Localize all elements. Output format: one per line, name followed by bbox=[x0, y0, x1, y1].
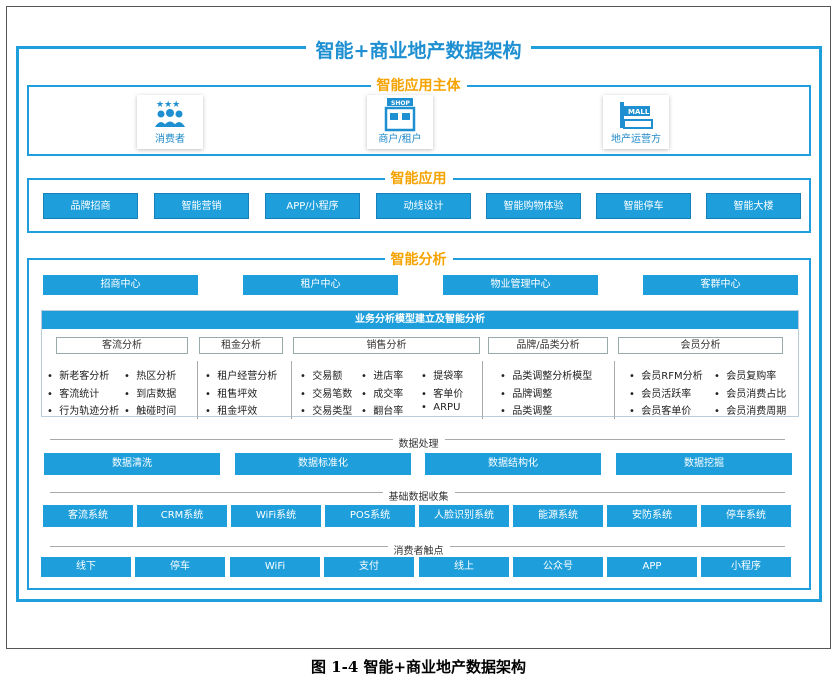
metric-item: • 租户经营分析 bbox=[205, 371, 278, 382]
shop-icon: SHOP bbox=[384, 98, 416, 132]
processing-label-wrap: 数据处理 bbox=[0, 432, 837, 451]
metric-item: • 客流统计 bbox=[47, 389, 100, 400]
metric-item: • 品类调整分析模型 bbox=[500, 371, 593, 382]
figure-frame bbox=[6, 6, 831, 649]
app-brand-recruitment: 品牌招商 bbox=[43, 193, 138, 219]
metric-item: • 翻台率 bbox=[361, 406, 404, 417]
svg-text:★★★: ★★★ bbox=[156, 100, 180, 110]
metric-item: • 租售坪效 bbox=[205, 389, 258, 400]
metric-item: • 会员RFM分析 bbox=[629, 371, 703, 382]
analysis-section-title: 智能分析 bbox=[384, 252, 453, 268]
system-wifi: WiFi系统 bbox=[231, 505, 321, 527]
processing-label: 数据处理 bbox=[392, 439, 445, 450]
touchpoint-miniprogram: 小程序 bbox=[701, 557, 791, 577]
system-energy: 能源系统 bbox=[513, 505, 603, 527]
system-crm: CRM系统 bbox=[137, 505, 227, 527]
app-smart-building: 智能大楼 bbox=[706, 193, 801, 219]
metric-item: • 交易类型 bbox=[300, 406, 353, 417]
category-traffic: 客流分析 bbox=[56, 337, 188, 354]
subject-consumer: ★★★ 消费者 bbox=[137, 95, 203, 149]
people-stars-icon: ★★★ bbox=[155, 100, 185, 127]
center-customer: 客群中心 bbox=[643, 275, 798, 295]
panel-title: 业务分析模型建立及智能分析 bbox=[42, 311, 798, 329]
diagram-title-wrap: 智能+商业地产数据架构 bbox=[0, 36, 837, 63]
metric-item: • 交易笔数 bbox=[300, 389, 353, 400]
svg-text:SHOP: SHOP bbox=[391, 100, 410, 107]
metric-item: • 客单价 bbox=[421, 389, 464, 400]
metric-item: • 租金坪效 bbox=[205, 406, 258, 417]
metric-item: • 品牌调整 bbox=[500, 389, 553, 400]
app-smart-shopping: 智能购物体验 bbox=[486, 193, 581, 219]
metric-item: • 成交率 bbox=[361, 389, 404, 400]
app-smart-parking: 智能停车 bbox=[596, 193, 691, 219]
mall-icon: MALL bbox=[620, 102, 653, 129]
subject-label: 消费者 bbox=[155, 134, 185, 145]
collection-label-wrap: 基础数据收集 bbox=[0, 485, 837, 504]
metric-item: • 进店率 bbox=[361, 371, 404, 382]
touchpoint-online: 线上 bbox=[419, 557, 509, 577]
metric-item: • 到店数据 bbox=[124, 389, 177, 400]
metric-item: • ARPU bbox=[421, 402, 461, 413]
divider bbox=[291, 361, 292, 419]
touchpoint-app: APP bbox=[607, 557, 697, 577]
touchpoints-label: 消费者触点 bbox=[387, 546, 450, 557]
metric-item: • 热区分析 bbox=[124, 371, 177, 382]
touchpoints-label-wrap: 消费者触点 bbox=[0, 539, 837, 558]
touchpoint-offline: 线下 bbox=[41, 557, 131, 577]
subject-label: 地产运营方 bbox=[611, 134, 661, 145]
process-standardize: 数据标准化 bbox=[235, 453, 411, 475]
collection-label: 基础数据收集 bbox=[382, 492, 455, 503]
system-security: 安防系统 bbox=[607, 505, 697, 527]
analysis-model-panel: 业务分析模型建立及智能分析 客流分析 租金分析 销售分析 品牌/品类分析 会员分… bbox=[41, 310, 799, 419]
process-cleaning: 数据清洗 bbox=[44, 453, 220, 475]
analysis-title-wrap: 智能分析 bbox=[0, 249, 837, 269]
touchpoint-payment: 支付 bbox=[324, 557, 414, 577]
touchpoint-wechat: 公众号 bbox=[513, 557, 603, 577]
category-member: 会员分析 bbox=[618, 337, 783, 354]
app-smart-marketing: 智能营销 bbox=[154, 193, 249, 219]
metric-item: • 会员消费占比 bbox=[714, 389, 787, 400]
subject-operator: MALL 地产运营方 bbox=[603, 95, 669, 149]
metric-item: • 行为轨迹分析 bbox=[47, 406, 120, 417]
svg-text:MALL: MALL bbox=[628, 108, 650, 116]
metric-item: • 会员消费周期 bbox=[714, 406, 787, 417]
divider bbox=[614, 361, 615, 419]
process-mining: 数据挖掘 bbox=[616, 453, 792, 475]
metric-item: • 会员活跃率 bbox=[629, 389, 692, 400]
touchpoint-wifi: WiFi bbox=[230, 557, 320, 577]
divider bbox=[482, 361, 483, 419]
app-mobile-app: APP/小程序 bbox=[265, 193, 360, 219]
app-flow-design: 动线设计 bbox=[376, 193, 471, 219]
metric-item: • 会员客单价 bbox=[629, 406, 692, 417]
category-rent: 租金分析 bbox=[199, 337, 283, 354]
divider bbox=[197, 361, 198, 419]
process-structure: 数据结构化 bbox=[425, 453, 601, 475]
diagram-title: 智能+商业地产数据架构 bbox=[305, 40, 532, 62]
system-parking: 停车系统 bbox=[701, 505, 791, 527]
metric-item: • 提袋率 bbox=[421, 371, 464, 382]
metric-item: • 品类调整 bbox=[500, 406, 553, 417]
subject-label: 商户/租户 bbox=[378, 134, 422, 145]
metric-item: • 会员复购率 bbox=[714, 371, 777, 382]
category-brand: 品牌/品类分析 bbox=[488, 337, 608, 354]
metric-item: • 交易额 bbox=[300, 371, 343, 382]
apps-section-title: 智能应用 bbox=[384, 171, 453, 187]
subjects-title-wrap: 智能应用主体 bbox=[0, 75, 837, 95]
system-traffic: 客流系统 bbox=[43, 505, 133, 527]
center-investment: 招商中心 bbox=[43, 275, 198, 295]
metric-item: • 新老客分析 bbox=[47, 371, 110, 382]
system-face: 人脸识别系统 bbox=[419, 505, 509, 527]
subjects-section-title: 智能应用主体 bbox=[370, 78, 467, 94]
apps-title-wrap: 智能应用 bbox=[0, 168, 837, 188]
metric-item: • 触碰时间 bbox=[124, 406, 177, 417]
system-pos: POS系统 bbox=[325, 505, 415, 527]
center-tenant: 租户中心 bbox=[243, 275, 398, 295]
category-sales: 销售分析 bbox=[293, 337, 480, 354]
touchpoint-parking: 停车 bbox=[135, 557, 225, 577]
figure-caption: 图 1-4 智能+商业地产数据架构 bbox=[310, 658, 527, 676]
center-property: 物业管理中心 bbox=[443, 275, 598, 295]
subject-merchant: SHOP 商户/租户 bbox=[367, 95, 433, 149]
